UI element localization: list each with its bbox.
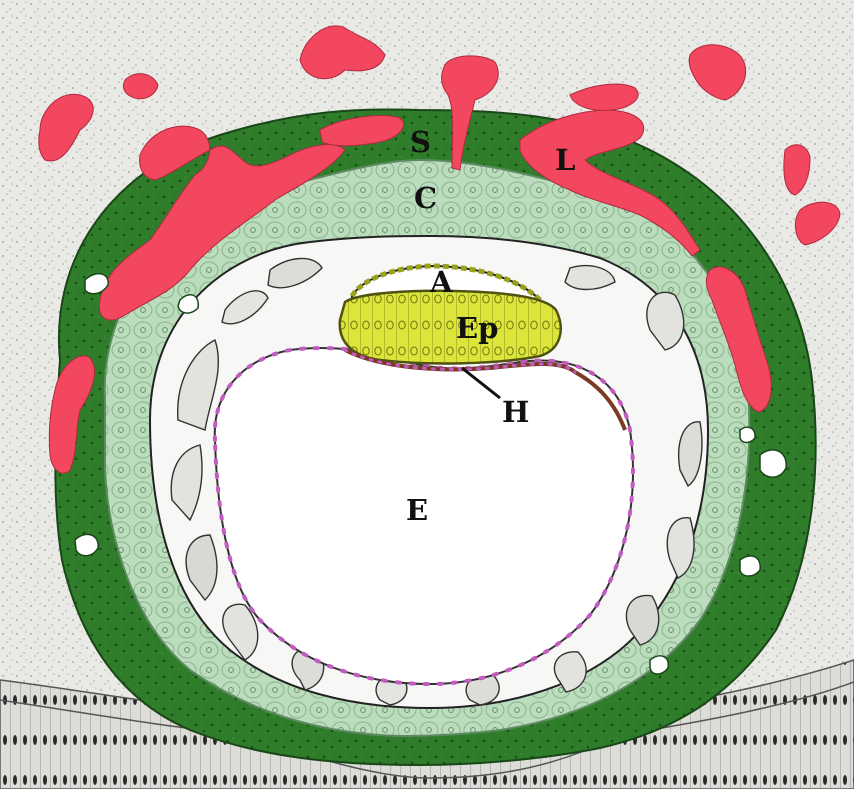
epiblast [340, 291, 561, 364]
label-amniotic-cavity: A [429, 265, 453, 299]
label-cytotrophoblast: C [414, 181, 437, 215]
label-epiblast: Ep [456, 311, 498, 345]
label-syncytiotrophoblast: S [410, 125, 431, 159]
label-exocoelomic-cavity: E [406, 493, 428, 527]
label-hypoblast: H [502, 395, 529, 429]
label-lacunae: L [555, 143, 575, 177]
